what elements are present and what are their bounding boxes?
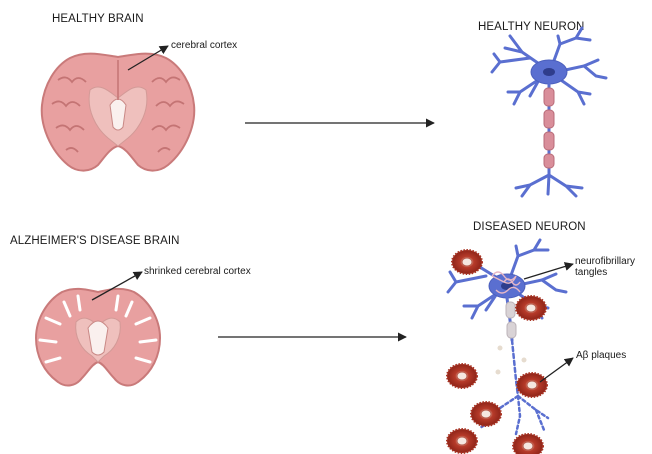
plaques-arrow xyxy=(540,358,573,382)
healthy-brain-icon xyxy=(42,54,195,171)
ad-brain-icon xyxy=(36,289,160,386)
myelin-sheath xyxy=(544,88,554,168)
